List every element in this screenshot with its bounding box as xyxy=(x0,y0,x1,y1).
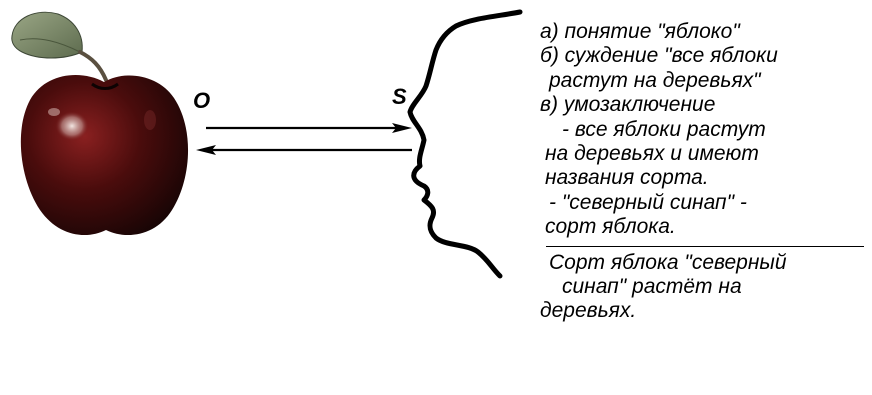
inference-heading: в) умозаключение xyxy=(540,93,716,117)
object-label: O xyxy=(193,88,211,113)
premise-1-line-2: на деревьях и имеют xyxy=(545,142,759,166)
subject-label: S xyxy=(392,84,407,109)
concept-line: а) понятие "яблоко" xyxy=(540,20,740,43)
apple-leaf xyxy=(11,11,83,59)
conclusion-divider xyxy=(546,245,864,247)
conclusion-line-2: синап" растёт на xyxy=(562,275,742,299)
premise-2-line-1: - "северный синап" - xyxy=(549,190,747,214)
human-profile-outline xyxy=(407,9,523,279)
apple-body xyxy=(20,75,189,236)
apple-highlight xyxy=(55,111,89,141)
arrow-head-left xyxy=(196,145,216,155)
arrow-head-right xyxy=(392,123,412,133)
premise-1-line-3: названия сорта. xyxy=(545,166,709,190)
logic-forms-text: а) понятие "яблоко" б) суждение "все ябл… xyxy=(540,20,870,324)
judgment-line-2: растут на деревьях" xyxy=(549,68,761,92)
judgment-line-1: б) суждение "все яблоки xyxy=(540,44,778,68)
conclusion-line-3: деревьях. xyxy=(540,299,637,323)
premise-1-line-1: - все яблоки растут xyxy=(562,117,766,141)
arrows xyxy=(196,123,412,155)
apple-illustration xyxy=(11,11,189,236)
apple-stem xyxy=(78,50,108,82)
premise-2-line-2: сорт яблока. xyxy=(545,215,676,239)
conclusion-line-1: Сорт яблока "северный xyxy=(549,250,787,274)
